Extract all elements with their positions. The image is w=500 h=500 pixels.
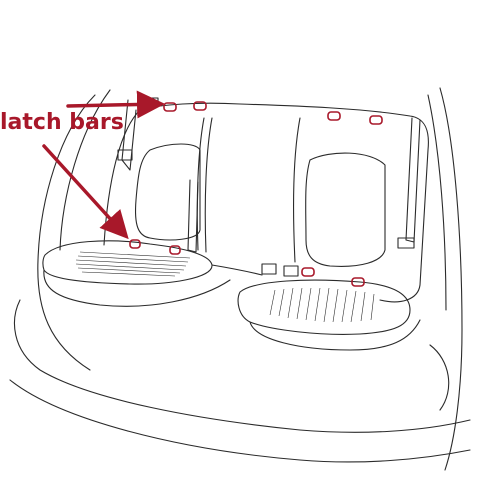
latch-bar-markers (129, 101, 383, 287)
latch-bar-marker (193, 101, 207, 111)
right-cushion-texture (269, 287, 375, 323)
arrow-to-top-latch (66, 90, 165, 119)
latch-bar-marker (327, 111, 341, 121)
car-body-outline (9, 87, 471, 471)
latch-bar-marker (369, 115, 383, 125)
arrow-to-seat-latch (42, 144, 129, 240)
left-cushion-texture (75, 251, 191, 277)
seat-cushions (42, 240, 421, 351)
latch-bar-marker (351, 277, 365, 287)
latch-bar-marker (301, 267, 315, 277)
annotation-arrows (42, 90, 165, 240)
latch-bar-marker (169, 245, 181, 255)
seat-back (103, 97, 429, 303)
latch-bar-marker (129, 239, 141, 249)
latch-bars-label: latch bars (0, 110, 124, 135)
